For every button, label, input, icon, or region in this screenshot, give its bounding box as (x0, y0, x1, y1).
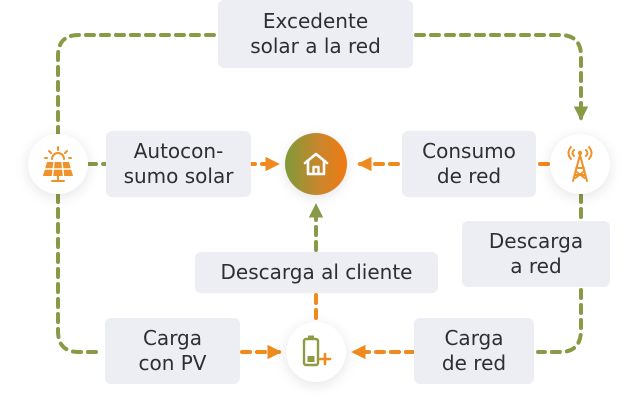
label-excedente-solar-a-la-red: Excedente solar a la red (218, 0, 413, 68)
solar-panel-icon (43, 146, 73, 182)
label-carga-con-pv: Carga con PV (105, 318, 240, 384)
battery-icon (302, 335, 332, 367)
solar-node (28, 134, 88, 194)
flow-excedente-left (56, 33, 216, 137)
flow-carga-pv-left (56, 192, 104, 354)
home-icon (303, 152, 329, 176)
flow-excedente-right (414, 33, 589, 121)
label-consumo-de-red: Consumo de red (402, 131, 536, 197)
grid-tower-icon (567, 146, 593, 182)
home-node (285, 133, 347, 195)
label-autoconsumo-solar: Autocon- sumo solar (106, 131, 251, 197)
label-descarga-a-red: Descarga a red (462, 221, 610, 287)
grid-node (550, 134, 610, 194)
flow-descarga-red-bottom (536, 288, 583, 354)
battery-node (286, 322, 346, 382)
label-descarga-al-cliente: Descarga al cliente (195, 252, 438, 293)
label-carga-de-red: Carga de red (414, 318, 534, 384)
